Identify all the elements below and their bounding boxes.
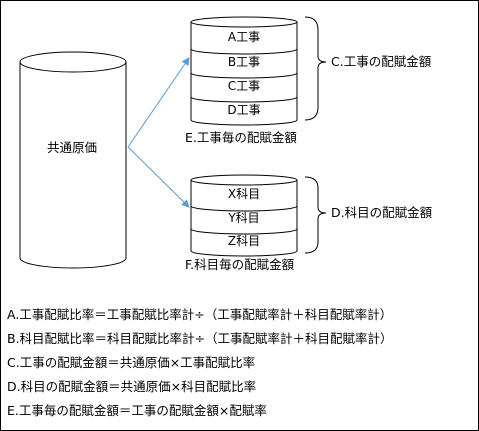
construction-allocation-label: C.工事の配賦金額 xyxy=(331,54,432,69)
segment-z: Z科目 xyxy=(227,234,261,248)
formula-b: B.科目配賦比率＝科目配賦比率計÷（工事配賦率計＋科目配賦率計） xyxy=(7,331,393,346)
arrow-to-construction xyxy=(127,57,190,148)
source-cylinder xyxy=(19,51,127,269)
construction-bracket xyxy=(304,16,327,121)
construction-caption: E.工事毎の配賦金額 xyxy=(185,130,297,145)
formula-c: C.工事の配賦金額＝共通原価×工事配賦比率 xyxy=(7,355,256,370)
subject-bracket xyxy=(304,176,327,254)
formula-e: E.工事毎の配賦金額＝工事の配賦金額×配賦率 xyxy=(7,403,267,418)
segment-d: D工事 xyxy=(227,103,261,117)
formula-list: A.工事配賦比率＝工事配賦比率計÷（工事配賦率計＋科目配賦率計） B.科目配賦比… xyxy=(7,303,475,423)
segment-b: B工事 xyxy=(227,55,261,69)
source-label: 共通原価 xyxy=(47,140,98,155)
formula-d: D.科目の配賦金額＝共通原価×科目配賦比率 xyxy=(7,379,257,394)
segment-a: A工事 xyxy=(227,30,261,44)
bottom-cylinder xyxy=(190,174,298,257)
subject-caption: F.科目毎の配賦金額 xyxy=(185,257,295,272)
segment-c: C工事 xyxy=(227,79,261,93)
formula-a: A.工事配賦比率＝工事配賦比率計÷（工事配賦率計＋科目配賦率計） xyxy=(7,307,393,322)
segment-y: Y科目 xyxy=(228,211,260,225)
top-cylinder xyxy=(190,16,298,126)
segment-x: X科目 xyxy=(227,187,261,201)
subject-allocation-label: D.科目の配賦金額 xyxy=(331,205,433,220)
arrow-to-subject xyxy=(127,146,190,208)
